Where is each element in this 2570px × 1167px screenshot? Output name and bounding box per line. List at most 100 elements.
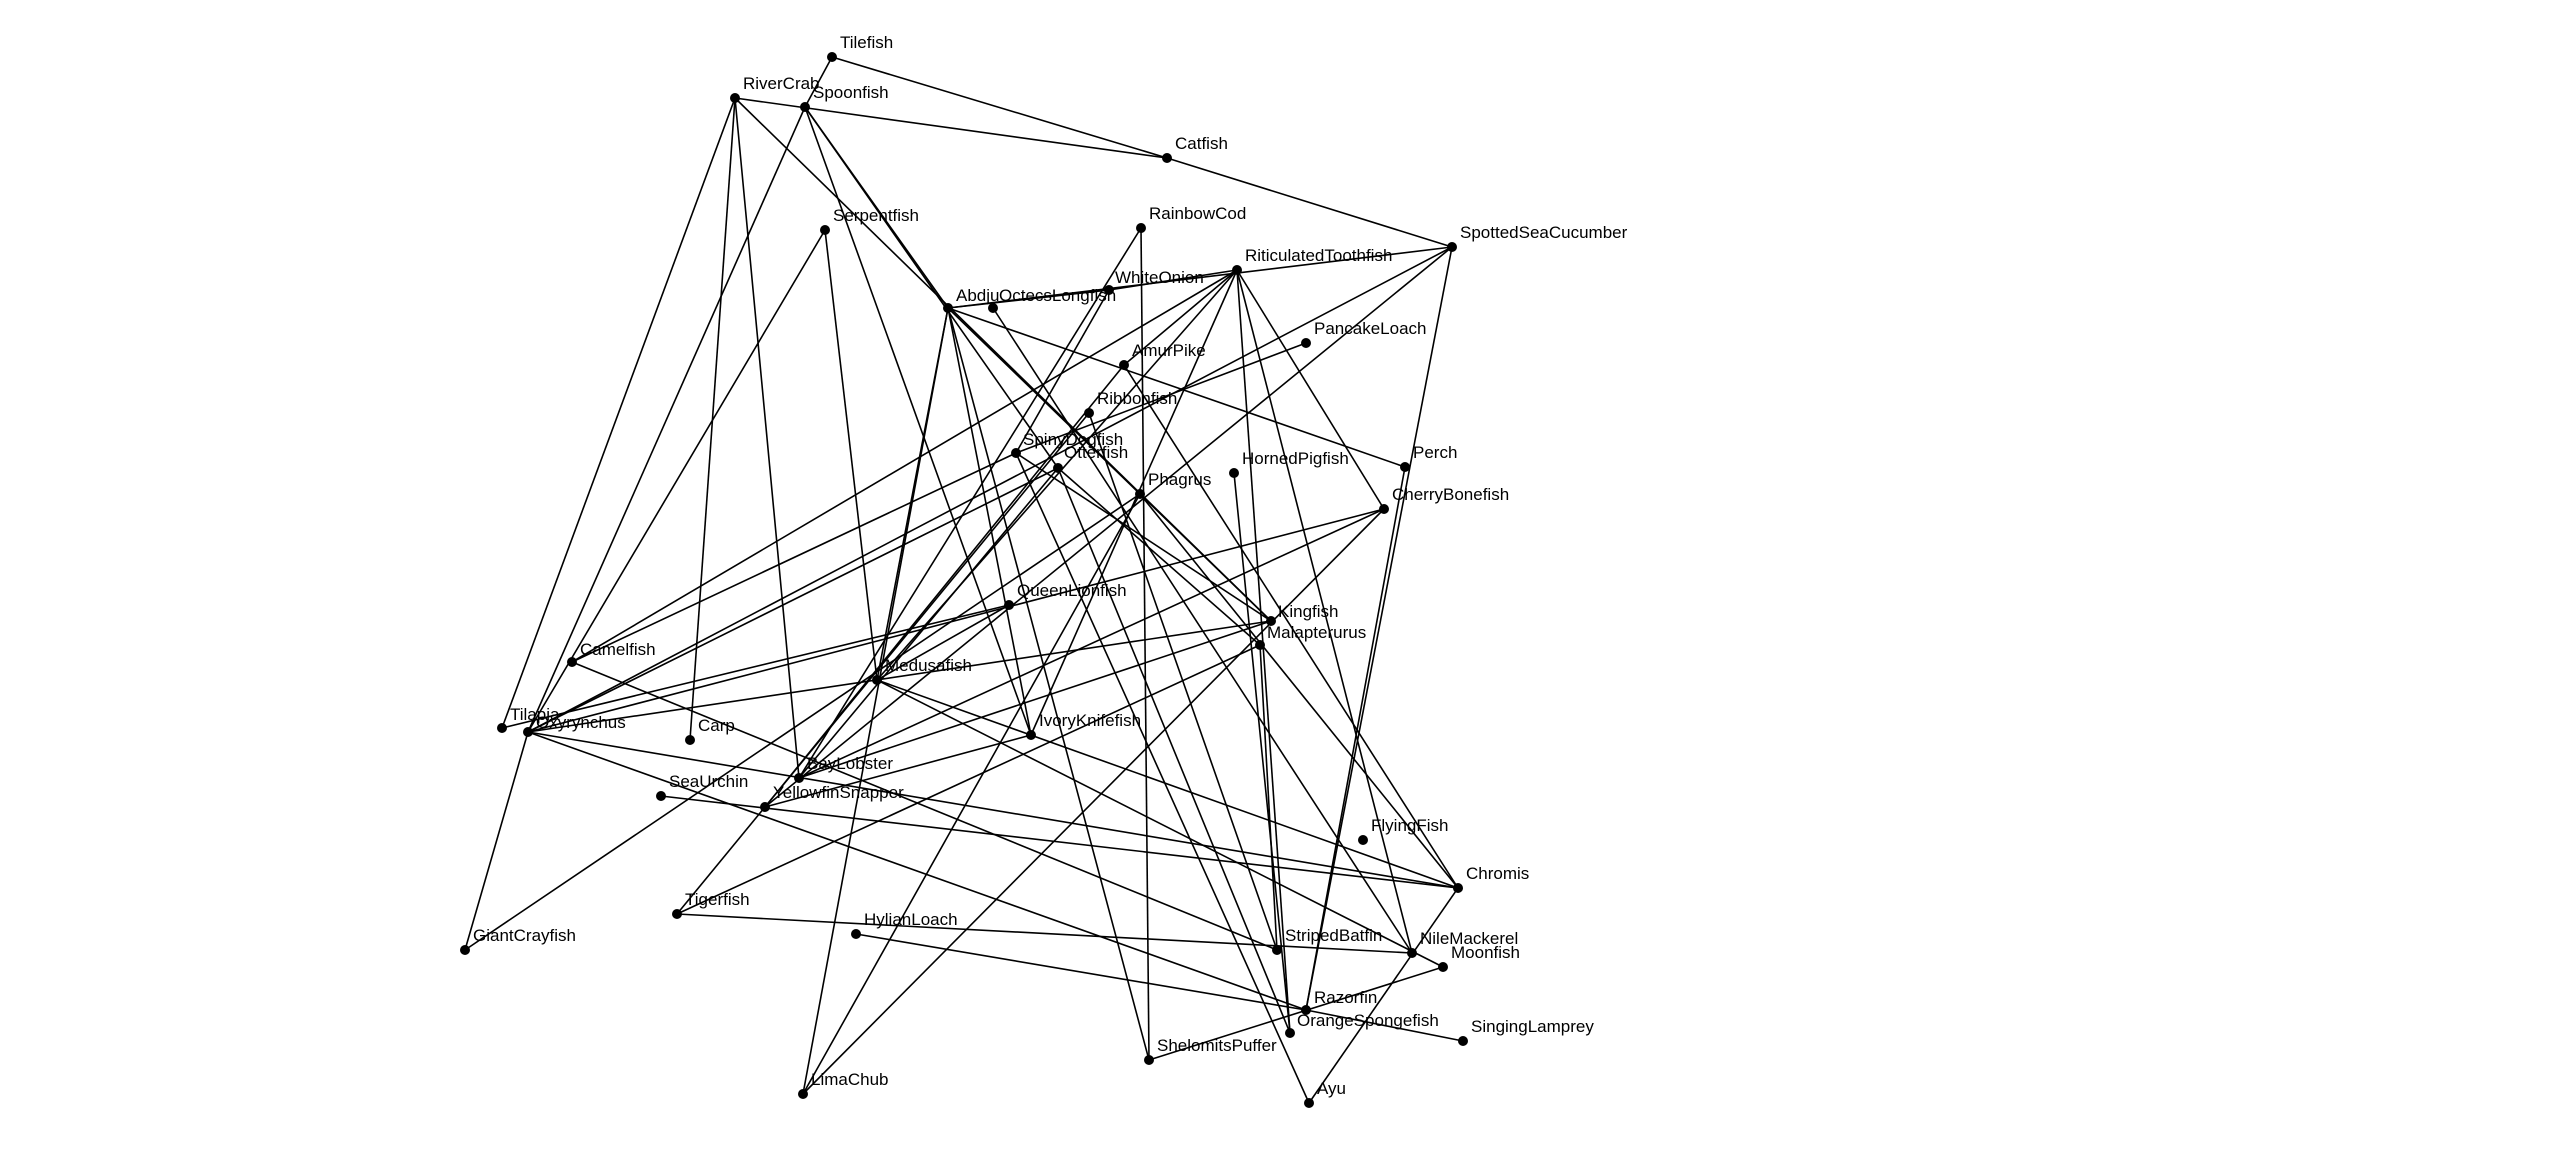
- node-dot: [1053, 463, 1063, 473]
- node-label: GiantCrayfish: [473, 926, 576, 945]
- node-dot: [943, 303, 953, 313]
- node-dot: [851, 929, 861, 939]
- edge-riticulated-toothfish-camelfish: [571, 269, 1238, 663]
- node-label: Malapterurus: [1267, 623, 1366, 642]
- node-singing-lamprey: SingingLamprey: [1458, 1017, 1594, 1046]
- node-ayu: Ayu: [1304, 1079, 1346, 1108]
- edge-amur-pike-chromis: [1123, 364, 1459, 889]
- edge-spiny-dogfish-kingfish: [1015, 452, 1272, 622]
- edge-abdju-white-onion: [947, 289, 1110, 309]
- node-serpentfish: Serpentfish: [820, 206, 919, 235]
- node-label: Otterfish: [1064, 443, 1128, 462]
- node-label: RainbowCod: [1149, 204, 1246, 223]
- node-cherry-bonefish: CherryBonefish: [1379, 485, 1509, 514]
- edge-oxyrynchus-razorfin: [527, 731, 1307, 1011]
- edge-razorfin-singing-lamprey: [1305, 1009, 1464, 1042]
- edge-kingfish-bay-lobster: [798, 620, 1272, 779]
- node-chromis: Chromis: [1453, 864, 1529, 893]
- node-dot: [794, 773, 804, 783]
- node-bay-lobster: BayLobster: [794, 754, 893, 783]
- edge-camelfish-striped-batfin: [571, 661, 1278, 951]
- node-label: Kingfish: [1278, 602, 1338, 621]
- edge-spoonfish-ivory-knifefish: [804, 106, 1032, 736]
- node-dot: [1438, 962, 1448, 972]
- edge-phagrus-giant-crayfish: [464, 493, 1141, 951]
- edge-otterfish-bay-lobster: [798, 467, 1059, 779]
- node-label: Razorfin: [1314, 988, 1377, 1007]
- node-tigerfish: Tigerfish: [672, 890, 750, 919]
- node-label: StripedBatfin: [1285, 926, 1382, 945]
- edge-riticulated-toothfish-orange-spongefish: [1236, 269, 1291, 1034]
- edge-shelomits-puffer-abdju: [947, 307, 1150, 1061]
- edge-phagrus-lima-chub: [802, 493, 1141, 1095]
- node-label: SpottedSeaCucumber: [1460, 223, 1628, 242]
- node-dot: [1304, 1098, 1314, 1108]
- node-dot: [1285, 1028, 1295, 1038]
- edge-serpentfish-oxyrynchus: [527, 229, 826, 733]
- node-river-crab: RiverCrab: [730, 74, 820, 103]
- edge-spiny-dogfish-camelfish: [571, 452, 1017, 663]
- node-yellowfin-snapper: YellowfinSnapper: [760, 783, 904, 812]
- edge-horned-pigfish-orange-spongefish: [1233, 472, 1291, 1034]
- edge-rainbow-cod-bay-lobster: [798, 227, 1142, 779]
- node-label: CherryBonefish: [1392, 485, 1509, 504]
- node-label: IvoryKnifefish: [1039, 711, 1141, 730]
- node-dot: [1135, 489, 1145, 499]
- node-dot: [1162, 153, 1172, 163]
- edge-river-crab-tilapia: [501, 97, 736, 729]
- edge-tilefish-spoonfish: [804, 56, 833, 108]
- node-queen-lionfish: QueenLionfish: [1004, 581, 1127, 610]
- node-label: OrangeSpongefish: [1297, 1011, 1439, 1030]
- node-label: WhiteOnion: [1115, 268, 1204, 287]
- edge-bay-lobster-river-crab: [734, 97, 800, 779]
- node-razorfin: Razorfin: [1301, 988, 1377, 1015]
- edge-spotted-sea-cucumber-oxyrynchus: [527, 246, 1453, 733]
- node-abdju: Abdju: [943, 286, 999, 313]
- node-dot: [460, 945, 470, 955]
- node-label: Spoonfish: [813, 83, 889, 102]
- node-orange-spongefish: OrangeSpongefish: [1285, 1011, 1439, 1038]
- node-dot: [1144, 1055, 1154, 1065]
- edge-cherry-bonefish-lima-chub: [802, 508, 1385, 1095]
- node-dot: [1229, 468, 1239, 478]
- node-dot: [1272, 945, 1282, 955]
- node-label: Ribbonfish: [1097, 389, 1177, 408]
- node-dot: [798, 1089, 808, 1099]
- node-medusafish: Medusafish: [872, 656, 972, 685]
- edge-amur-pike-riticulated-toothfish: [1123, 269, 1238, 366]
- edge-kingfish-oxyrynchus: [527, 620, 1272, 733]
- node-dot: [1453, 883, 1463, 893]
- edge-river-crab-catfish: [734, 97, 1168, 159]
- node-dot: [1400, 462, 1410, 472]
- edge-spoonfish-oxyrynchus: [527, 106, 806, 733]
- node-dot: [1084, 408, 1094, 418]
- edge-white-onion-spiny-dogfish: [1015, 289, 1110, 454]
- edge-ribbonfish-striped-batfin: [1088, 412, 1278, 951]
- node-tilefish: Tilefish: [827, 33, 893, 62]
- node-label: Catfish: [1175, 134, 1228, 153]
- edge-spotted-sea-cucumber-razorfin: [1305, 246, 1453, 1011]
- node-ribbonfish: Ribbonfish: [1084, 389, 1177, 418]
- node-dot: [760, 802, 770, 812]
- edge-abdju-lima-chub: [802, 307, 949, 1095]
- edge-riticulated-toothfish-ivory-knifefish: [1030, 269, 1238, 736]
- node-hylian-loach: HylianLoach: [851, 910, 958, 939]
- node-amur-pike: AmurPike: [1119, 341, 1206, 370]
- edge-moonfish-shelomits-puffer: [1148, 966, 1444, 1061]
- edge-chromis-ayu: [1308, 887, 1459, 1104]
- node-riticulated-toothfish: RiticulatedToothfish: [1232, 246, 1392, 275]
- edge-ribbonfish-tigerfish: [676, 412, 1090, 915]
- node-carp: Carp: [685, 716, 735, 745]
- edge-serpentfish-medusafish: [824, 229, 878, 681]
- node-label: NileMackerel: [1420, 929, 1518, 948]
- node-otterfish: Otterfish: [1053, 443, 1128, 473]
- node-dot: [1104, 285, 1114, 295]
- node-dot: [1232, 265, 1242, 275]
- node-dot: [1458, 1036, 1468, 1046]
- node-label: Perch: [1413, 443, 1457, 462]
- node-white-onion: WhiteOnion: [1104, 268, 1204, 295]
- edge-layer: [464, 56, 1464, 1104]
- node-label: Tilapia: [510, 705, 560, 724]
- edge-otterfish-malapterurus: [1057, 467, 1261, 646]
